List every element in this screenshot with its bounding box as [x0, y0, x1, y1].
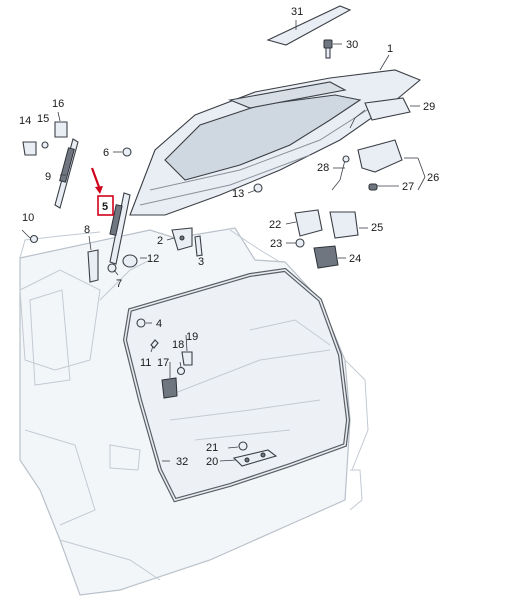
callout-21: 21 [206, 442, 218, 454]
callout-25: 25 [371, 222, 383, 234]
callout-27: 27 [402, 181, 414, 193]
lock-mount-25 [329, 211, 359, 239]
buffer-19 [181, 351, 193, 366]
callout-30: 30 [346, 39, 358, 51]
callout-19: 19 [186, 331, 198, 343]
trunk-opening [122, 267, 351, 503]
callout-31: 31 [291, 6, 303, 18]
callout-1: 1 [387, 43, 393, 55]
highlight-arrow [90, 167, 103, 194]
cap-12 [122, 254, 138, 268]
tailgate [129, 69, 422, 216]
callout-20: 20 [206, 456, 218, 468]
nut-23 [295, 238, 305, 248]
callout-23: 23 [270, 238, 282, 250]
striker-24 [313, 245, 339, 269]
callout-18: 18 [172, 339, 184, 351]
clip-4 [136, 318, 146, 328]
screw-18 [176, 366, 186, 376]
buffer-13 [253, 183, 263, 193]
trim-strip [266, 5, 352, 46]
gas-strut-9 [54, 138, 79, 209]
callout-6: 6 [103, 147, 109, 159]
callout-16: 16 [52, 98, 64, 110]
callout-4: 4 [156, 318, 162, 330]
callout-3: 3 [198, 256, 204, 268]
highlight-box [97, 195, 114, 216]
callout-29: 29 [423, 101, 435, 113]
gas-strut-5 [109, 192, 131, 265]
callout-12: 12 [147, 253, 159, 265]
lock-motor-26 [331, 139, 403, 191]
callout-labels: 31 30 1 29 26 27 28 13 22 23 25 24 2 3 1… [19, 6, 439, 468]
striker-plate-20 [232, 449, 278, 467]
callout-10: 10 [22, 212, 34, 224]
callout-7: 7 [116, 278, 122, 290]
callout-24: 24 [349, 253, 361, 265]
callout-14: 14 [19, 115, 31, 127]
bracket-14 [22, 141, 37, 156]
bracket-17 [161, 377, 178, 399]
callout-17: 17 [157, 357, 169, 369]
callout-22: 22 [269, 219, 281, 231]
callout-2: 2 [157, 235, 163, 247]
bolt-30 [323, 39, 333, 59]
callout-5: 5 [102, 201, 108, 213]
leader-lines [21, 20, 426, 462]
hinge-2 [171, 227, 193, 251]
nut-21 [238, 441, 248, 451]
callout-32: 32 [176, 456, 188, 468]
callout-28: 28 [317, 162, 329, 174]
lock-22 [294, 209, 323, 237]
callout-9: 9 [45, 171, 51, 183]
callout-11: 11 [140, 357, 151, 369]
callout-8: 8 [84, 224, 90, 236]
bracket-8 [87, 249, 99, 283]
clip-15 [41, 141, 49, 149]
callout-26: 26 [427, 172, 439, 184]
callout-15: 15 [37, 113, 49, 125]
ball-pin-10 [29, 234, 39, 244]
lamp-unit-29 [349, 97, 411, 129]
callout-13: 13 [232, 188, 244, 200]
bracket-16 [54, 121, 68, 138]
bolt-6 [122, 147, 132, 157]
